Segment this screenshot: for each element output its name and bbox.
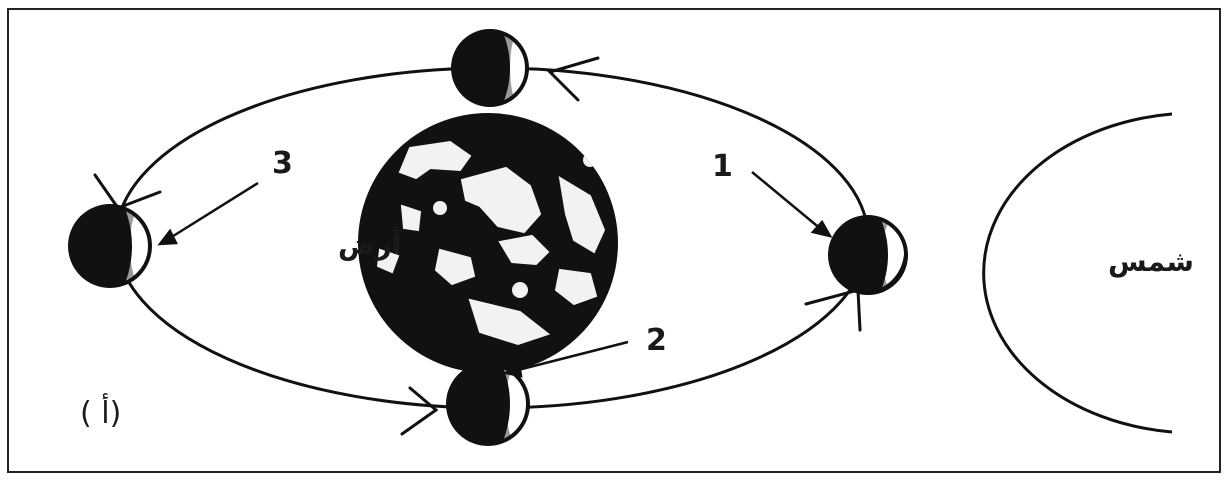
arrow-left: [95, 175, 160, 208]
figure-label: ( أ): [80, 392, 121, 431]
moon-position-3: [68, 206, 162, 286]
moon-position-2: [446, 364, 540, 444]
pointer-3-line: [170, 183, 258, 238]
position-number-2: 2: [646, 323, 667, 358]
arrow-top: [550, 58, 598, 100]
position-number-3: 3: [272, 146, 293, 181]
earth-label: أرض: [338, 226, 401, 261]
pointer-3-head: [160, 231, 176, 244]
arrow-bottom: [402, 388, 436, 434]
position-number-1: 1: [712, 149, 733, 184]
moon-position-1: [830, 215, 930, 295]
moon-top: [450, 30, 540, 106]
pointer-1-line: [752, 172, 822, 230]
sun-label: شمس: [1108, 245, 1194, 278]
